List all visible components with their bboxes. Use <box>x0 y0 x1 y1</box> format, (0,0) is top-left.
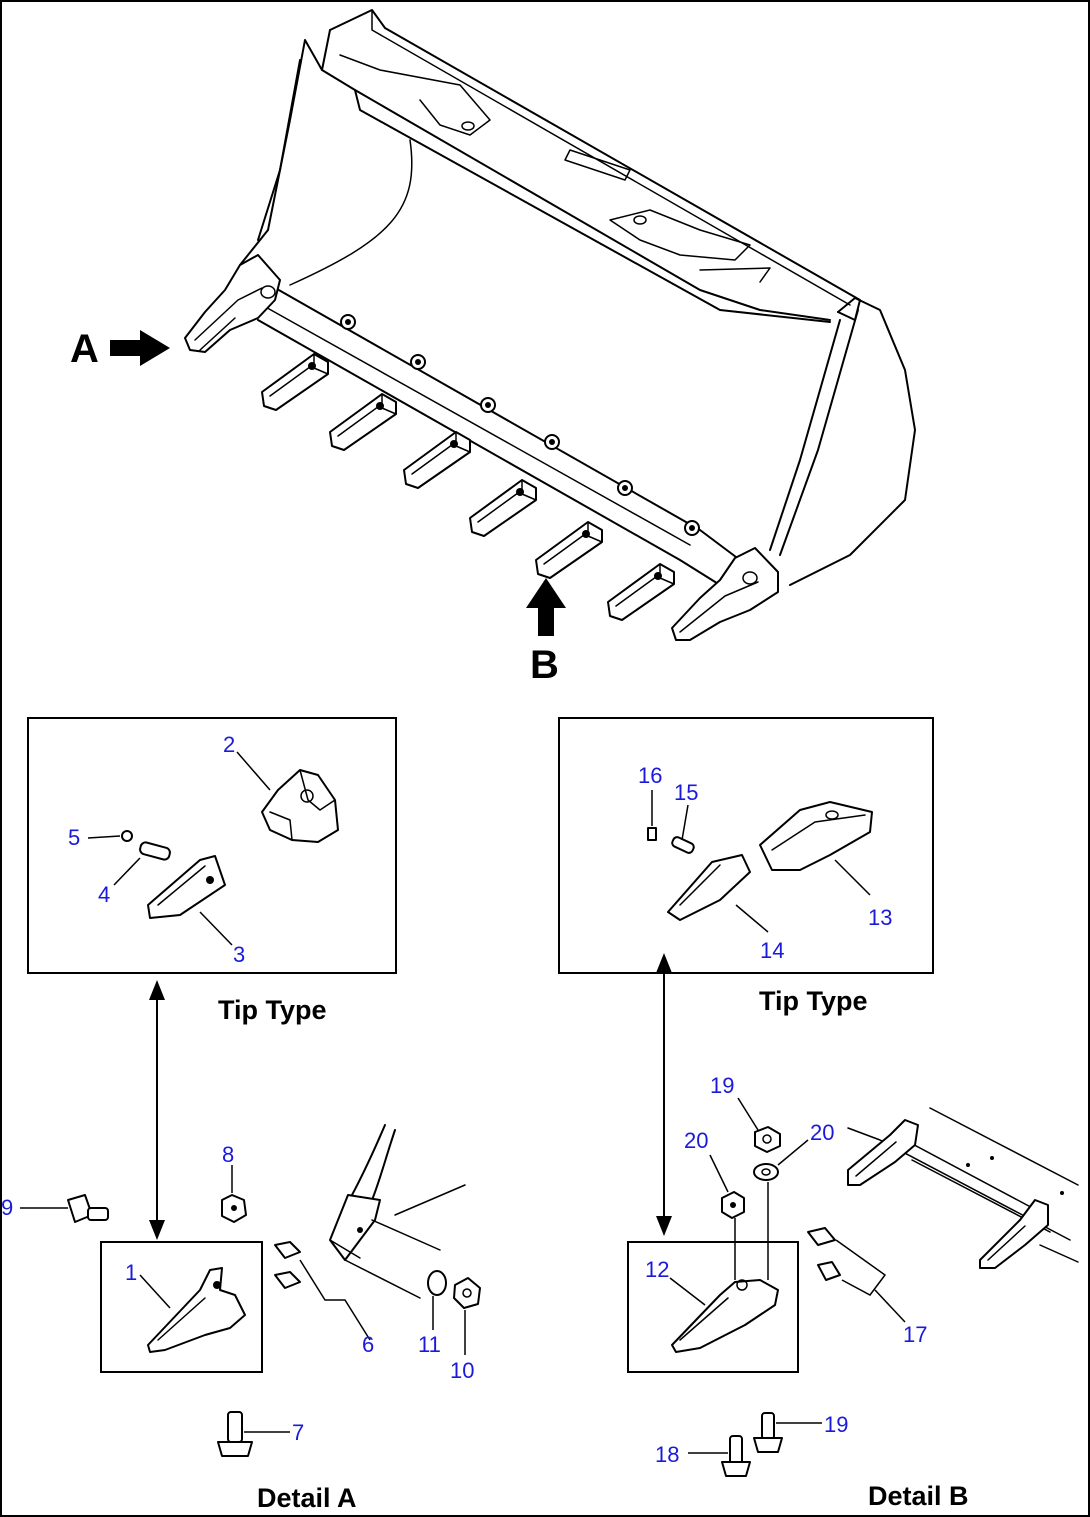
bucket-assembly <box>184 9 916 641</box>
tip-type-left-panel: 2 5 4 3 <box>27 717 397 974</box>
part-14-tip <box>667 854 751 921</box>
view-arrow-b: B <box>526 578 566 687</box>
part-2-adapter <box>261 769 339 843</box>
callout-15: 15 <box>674 780 698 805</box>
part-19-bolt <box>753 1412 783 1453</box>
callout-21: 20 <box>810 1120 834 1145</box>
part-11-washer <box>427 1270 447 1296</box>
part-13-adapter <box>759 801 873 871</box>
callout-11: 11 <box>418 1332 441 1357</box>
detail-a-edge-section <box>329 1124 466 1299</box>
part-16-lock <box>647 827 657 841</box>
part-12-adapter <box>671 1279 779 1353</box>
callout-20-lower: 20 <box>684 1128 708 1153</box>
part-21-washer <box>753 1163 779 1181</box>
callout-13: 13 <box>868 905 892 930</box>
callout-16: 16 <box>638 763 662 788</box>
tip-type-left-caption: Tip Type <box>218 995 327 1025</box>
detail-b-caption: Detail B <box>868 1481 969 1511</box>
part-20-nut-upper <box>754 1126 781 1153</box>
callout-17: 17 <box>903 1322 927 1347</box>
callout-12: 12 <box>645 1257 669 1282</box>
tip-type-right-panel: 16 15 13 14 <box>558 717 934 974</box>
detail-a-caption: Detail A <box>257 1483 357 1513</box>
part-10-nut <box>453 1277 481 1309</box>
view-label-a: A <box>70 327 99 371</box>
part-15-pin <box>671 836 695 854</box>
callout-10: 10 <box>450 1358 474 1383</box>
part-3-tip <box>147 855 226 919</box>
detail-b: 12 20 19 20 17 <box>627 1073 1079 1477</box>
part-5-lock <box>121 830 133 842</box>
callout-5: 5 <box>68 825 80 850</box>
callout-3: 3 <box>233 942 245 967</box>
part-9-bolt <box>67 1194 109 1223</box>
detail-a: 1 9 8 6 <box>1 1124 481 1457</box>
part-7-bolt <box>217 1411 253 1457</box>
callout-19: 19 <box>824 1412 848 1437</box>
callout-1: 1 <box>125 1260 137 1285</box>
connector-arrow-right <box>656 953 672 1236</box>
part-6-shims <box>274 1241 301 1289</box>
view-label-b: B <box>530 643 559 687</box>
callout-18: 18 <box>655 1442 679 1467</box>
callout-20-upper: 19 <box>710 1073 734 1098</box>
callout-9: 9 <box>1 1195 13 1220</box>
callout-4: 4 <box>98 882 110 907</box>
part-17-shims <box>807 1227 841 1281</box>
callout-14: 14 <box>760 938 784 963</box>
part-4-pin <box>139 841 171 861</box>
view-arrow-a: A <box>70 327 170 371</box>
callout-7: 7 <box>292 1420 304 1445</box>
callout-2: 2 <box>223 732 235 757</box>
connector-arrow-left <box>149 980 165 1240</box>
detail-b-edge-section <box>847 1107 1079 1269</box>
tip-type-right-caption: Tip Type <box>759 986 868 1016</box>
callout-6: 6 <box>362 1332 374 1357</box>
callout-8: 8 <box>222 1142 234 1167</box>
part-18-bolt <box>721 1435 751 1477</box>
part-1-adapter <box>147 1267 246 1353</box>
